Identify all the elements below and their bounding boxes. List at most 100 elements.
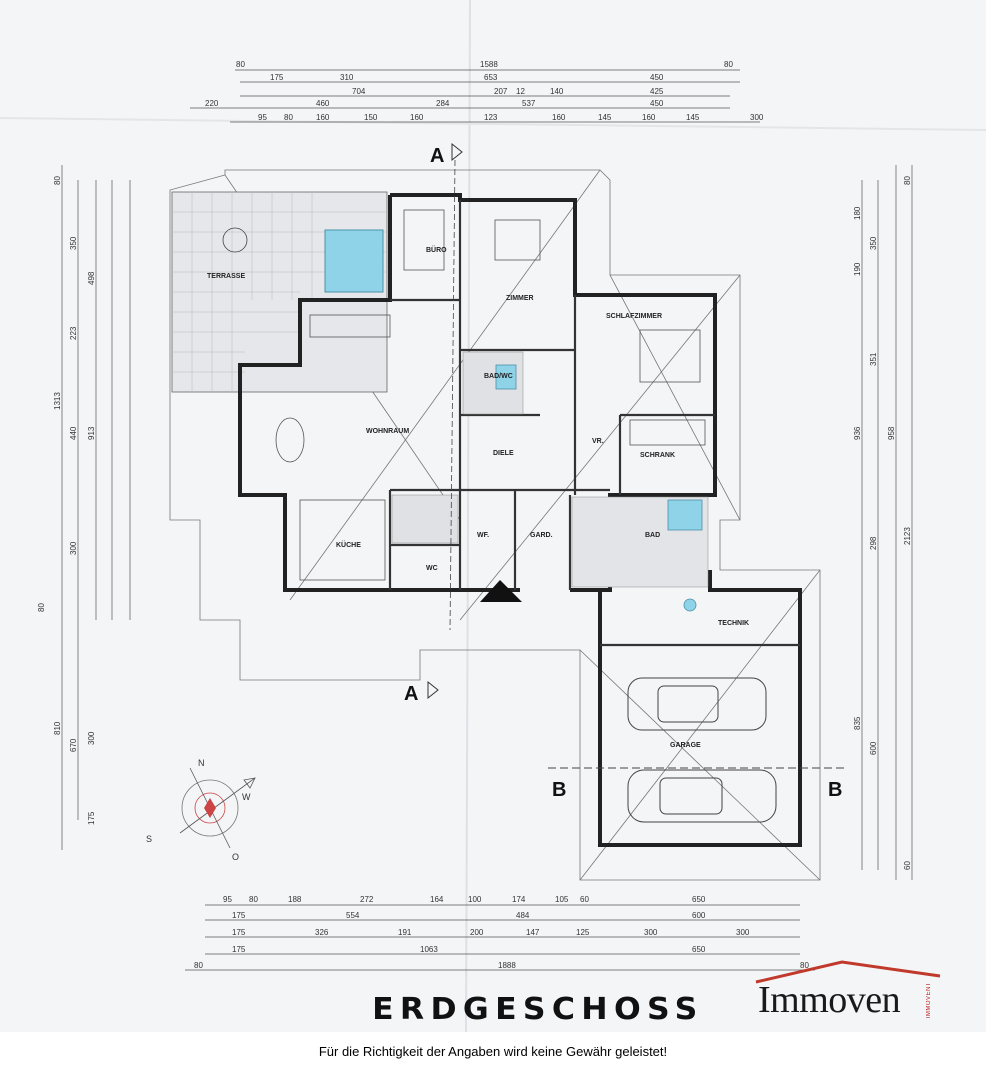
interior-walls bbox=[388, 200, 800, 647]
room-garage: GARAGE bbox=[670, 742, 701, 749]
dim-top-4a: 220 bbox=[205, 99, 219, 108]
dim-bot-2c: 484 bbox=[516, 911, 530, 920]
dim-right-6: 936 bbox=[853, 426, 862, 440]
dim-top-5i: 160 bbox=[642, 113, 656, 122]
dim-top-4b: 460 bbox=[316, 99, 330, 108]
disclaimer-text: Für die Richtigkeit der Angaben wird kei… bbox=[318, 1044, 668, 1059]
compass-south: S bbox=[146, 834, 152, 844]
dim-bot-5a: 80 bbox=[194, 961, 203, 970]
section-a-line bbox=[449, 159, 456, 631]
compass-north: N bbox=[198, 758, 205, 768]
compass-east: O bbox=[232, 852, 239, 862]
shower bbox=[495, 364, 517, 390]
dim-top-3d: 140 bbox=[550, 87, 564, 96]
dim-bot-5b: 1888 bbox=[498, 961, 516, 970]
paper-fold-horizontal bbox=[0, 117, 986, 131]
right-dimension-chain bbox=[861, 165, 913, 880]
entrance-arrow-icon bbox=[480, 580, 522, 602]
dim-right-1: 80 bbox=[903, 176, 912, 185]
dim-left-1: 80 bbox=[53, 176, 62, 185]
dim-left-2: 350 bbox=[69, 236, 78, 250]
dim-right-12: 60 bbox=[903, 861, 912, 870]
room-badwc: BAD/WC bbox=[484, 373, 513, 380]
dim-right-7: 958 bbox=[887, 426, 896, 440]
bathtub bbox=[667, 499, 703, 531]
immoven-logo: Immoven IMMOVENT bbox=[750, 958, 950, 1028]
left-dimension-chain bbox=[61, 165, 131, 850]
terrace-table bbox=[222, 227, 248, 253]
dim-left-10: 810 bbox=[53, 721, 62, 735]
bathroom-tiles bbox=[391, 351, 709, 612]
dim-bot-2d: 600 bbox=[692, 911, 706, 920]
dim-right-9: 298 bbox=[869, 536, 878, 550]
section-a-top-arrow-icon bbox=[451, 142, 463, 162]
dim-top-2c: 653 bbox=[484, 73, 498, 82]
dim-bot-1c: 188 bbox=[288, 895, 302, 904]
logo-wordmark: Immoven bbox=[758, 979, 901, 1021]
room-wc: WC bbox=[426, 565, 438, 572]
dim-bot-4b: 1063 bbox=[420, 945, 438, 954]
dim-bot-1i: 60 bbox=[580, 895, 589, 904]
dim-left-4: 223 bbox=[69, 326, 78, 340]
dim-bot-1d: 272 bbox=[360, 895, 374, 904]
dim-left-7: 913 bbox=[87, 426, 96, 440]
section-a-bottom: A bbox=[404, 683, 418, 705]
room-terrasse: TERRASSE bbox=[207, 273, 245, 280]
furniture bbox=[275, 209, 706, 581]
dim-bot-3c: 191 bbox=[398, 928, 412, 937]
dim-top-3e: 425 bbox=[650, 87, 664, 96]
floor-plan-sheet: 80 1588 80 175 310 653 450 704 207 12 14… bbox=[0, 0, 986, 1032]
paper-fold-vertical bbox=[465, 0, 471, 1032]
dim-top-3b: 207 bbox=[494, 87, 508, 96]
bottom-dimension-chain bbox=[185, 904, 815, 971]
room-gard: GARD. bbox=[530, 532, 553, 539]
dim-top-5j: 145 bbox=[686, 113, 700, 122]
dim-bot-3g: 300 bbox=[644, 928, 658, 937]
room-technik: TECHNIK bbox=[718, 620, 749, 627]
dim-bot-5c: 80 bbox=[800, 961, 809, 970]
dim-left-8: 300 bbox=[69, 541, 78, 555]
boiler bbox=[683, 598, 697, 612]
section-a-bottom-arrow-icon bbox=[427, 680, 439, 700]
terrace-area bbox=[171, 191, 388, 393]
dim-bot-2a: 175 bbox=[232, 911, 246, 920]
dim-top-4c: 284 bbox=[436, 99, 450, 108]
floor-plan-drawing: 80 1588 80 175 310 653 450 704 207 12 14… bbox=[0, 0, 986, 1032]
dim-left-6: 440 bbox=[69, 426, 78, 440]
dim-top-5d: 150 bbox=[364, 113, 378, 122]
dim-top-5e: 160 bbox=[410, 113, 424, 122]
dim-bot-3b: 326 bbox=[315, 928, 329, 937]
dim-left-13: 175 bbox=[87, 811, 96, 825]
section-b-right: B bbox=[828, 779, 842, 801]
dim-top-4d: 537 bbox=[522, 99, 536, 108]
dim-right-8: 2123 bbox=[903, 527, 912, 545]
dim-right-10: 835 bbox=[853, 716, 862, 730]
dim-right-3: 350 bbox=[869, 236, 878, 250]
dim-top-1b: 1588 bbox=[480, 60, 498, 69]
section-b-left: B bbox=[552, 779, 566, 801]
dim-top-1a: 80 bbox=[236, 60, 245, 69]
logo-roof-icon bbox=[755, 960, 941, 984]
room-bad: BAD bbox=[645, 532, 660, 539]
dim-left-9: 80 bbox=[37, 603, 46, 612]
room-schrank: SCHRANK bbox=[640, 452, 675, 459]
compass-west: W bbox=[242, 792, 251, 802]
dim-right-4: 190 bbox=[853, 262, 862, 276]
dim-bot-1j: 650 bbox=[692, 895, 706, 904]
compass-rose: N S O W bbox=[146, 758, 256, 862]
dim-top-5g: 160 bbox=[552, 113, 566, 122]
dim-top-3a: 704 bbox=[352, 87, 366, 96]
car-top bbox=[627, 677, 767, 731]
room-vr: VR. bbox=[592, 438, 604, 445]
dim-top-5k: 300 bbox=[750, 113, 764, 122]
dim-bot-1e: 164 bbox=[430, 895, 444, 904]
room-zimmer: ZIMMER bbox=[506, 295, 534, 302]
dim-top-4e: 450 bbox=[650, 99, 664, 108]
room-diele: DIELE bbox=[493, 450, 514, 457]
dim-bot-3a: 175 bbox=[232, 928, 246, 937]
dim-left-12: 300 bbox=[87, 731, 96, 745]
room-schlafzimmer: SCHLAFZIMMER bbox=[606, 313, 662, 320]
dim-bot-2b: 554 bbox=[346, 911, 360, 920]
dim-bot-1h: 105 bbox=[555, 895, 569, 904]
dim-top-1c: 80 bbox=[724, 60, 733, 69]
